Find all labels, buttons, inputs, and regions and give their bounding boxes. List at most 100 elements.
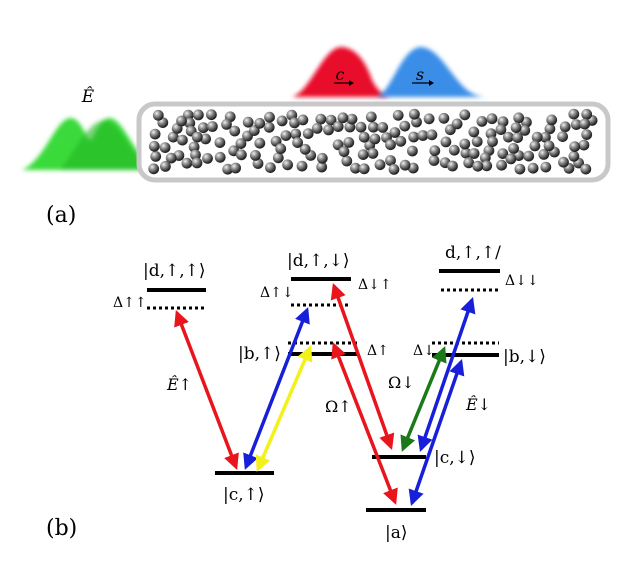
panel-b-label: (b) xyxy=(46,516,77,541)
atom xyxy=(399,120,411,132)
atom xyxy=(235,138,247,150)
probe-pulse xyxy=(22,118,158,170)
atom xyxy=(167,131,179,143)
atom xyxy=(557,131,568,143)
arrow-Omega-up-yellow xyxy=(255,345,313,472)
atom xyxy=(392,109,404,121)
atom xyxy=(193,109,204,121)
atom xyxy=(487,136,498,148)
atom xyxy=(529,140,541,152)
atom xyxy=(346,113,358,125)
atom xyxy=(229,125,241,137)
atom xyxy=(316,152,328,164)
atom xyxy=(407,145,418,157)
atom xyxy=(341,155,353,167)
atom xyxy=(149,128,161,140)
atom xyxy=(559,121,571,133)
atom xyxy=(332,121,344,132)
atom xyxy=(496,159,507,171)
atom xyxy=(471,136,483,148)
label-d-up-down: |d,↑,↓⟩ xyxy=(287,251,350,271)
atom xyxy=(282,159,293,171)
atom xyxy=(290,128,302,140)
atom xyxy=(148,140,160,152)
atom xyxy=(423,113,435,125)
atom xyxy=(495,124,507,135)
atom xyxy=(337,112,349,124)
atom xyxy=(544,123,556,135)
panel-a-label: (a) xyxy=(46,203,76,228)
atom xyxy=(479,152,491,164)
atom xyxy=(214,151,226,163)
atom xyxy=(148,163,160,175)
atom xyxy=(460,147,472,159)
label-b-down: |b,↓⟩ xyxy=(503,347,546,367)
atom xyxy=(302,128,314,140)
signal-pulse-label: s xyxy=(416,65,424,84)
atom xyxy=(292,137,303,149)
atom xyxy=(429,145,441,157)
atom xyxy=(459,138,471,150)
atom xyxy=(578,139,590,151)
atom xyxy=(512,132,523,144)
detuning-up-up: Δ↑↑ xyxy=(113,295,147,311)
atom xyxy=(214,137,226,149)
atom xyxy=(350,162,361,174)
atom xyxy=(264,111,275,123)
atom xyxy=(207,121,218,132)
atom xyxy=(428,155,440,166)
detuned-levels xyxy=(147,288,500,345)
atom xyxy=(374,159,386,171)
atom xyxy=(272,152,284,164)
atom xyxy=(399,159,411,171)
atom xyxy=(426,129,438,141)
atom xyxy=(296,160,308,172)
atom xyxy=(540,161,552,173)
atom xyxy=(358,163,370,175)
atom xyxy=(188,141,200,153)
atom xyxy=(481,160,493,172)
arrow-blue-c-down-to-d xyxy=(417,297,476,452)
atom xyxy=(409,108,420,120)
atom xyxy=(503,131,514,143)
atom xyxy=(581,108,593,120)
signal-pulse xyxy=(376,47,488,97)
label-b-up: |b,↑⟩ xyxy=(238,344,281,364)
energy-levels xyxy=(147,269,500,512)
atom xyxy=(468,126,480,138)
detuning-up-down: Δ↑↓ xyxy=(260,285,294,301)
label-d-up-up: |d,↑,↑⟩ xyxy=(143,261,206,281)
atom xyxy=(368,121,379,133)
atom xyxy=(568,108,580,120)
atom xyxy=(408,131,420,143)
atom xyxy=(407,162,419,174)
atom xyxy=(447,160,458,172)
detuning-down: Δ↓ xyxy=(413,343,435,359)
atom xyxy=(448,144,460,156)
atom xyxy=(152,109,164,121)
atom xyxy=(191,131,203,143)
detuning-down-up: Δ↓↑ xyxy=(358,277,392,293)
atom xyxy=(579,118,591,130)
atom xyxy=(323,124,334,136)
atom xyxy=(206,109,217,121)
atom xyxy=(508,143,519,154)
atom xyxy=(531,131,543,143)
atom-cloud xyxy=(148,108,598,175)
atom xyxy=(265,162,276,174)
atom xyxy=(451,118,463,130)
arrow-blue-c-up xyxy=(243,307,310,470)
atom xyxy=(316,161,328,173)
atom xyxy=(358,131,370,143)
atom xyxy=(276,115,288,127)
atom xyxy=(242,116,254,128)
atom xyxy=(510,122,522,133)
atom xyxy=(505,153,517,165)
atom xyxy=(367,148,379,159)
label-d-down-down: d,↑,↑/ xyxy=(445,243,501,263)
field-E-down: Ê↓ xyxy=(465,394,491,414)
atom xyxy=(558,156,569,168)
atom xyxy=(222,163,234,175)
atom xyxy=(580,163,592,175)
